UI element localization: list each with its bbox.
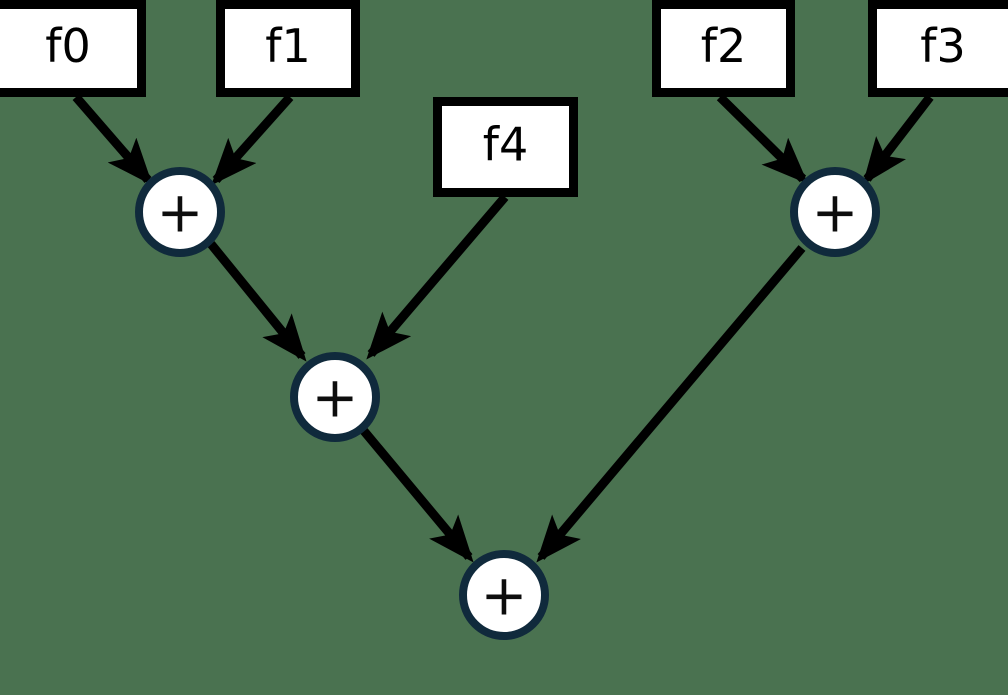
input-box-label-f0: f0: [45, 19, 90, 73]
input-box-f3[interactable]: f3: [868, 0, 1008, 97]
operator-node-n4[interactable]: +: [459, 550, 549, 640]
edge-f1-to-n1: [211, 94, 294, 186]
operator-node-n2[interactable]: +: [290, 352, 380, 442]
input-box-f0[interactable]: f0: [0, 0, 146, 97]
operator-node-circle-n3: [790, 167, 880, 257]
input-box-label-f1: f1: [265, 19, 310, 73]
operator-node-label-n1: +: [157, 181, 204, 246]
operator-node-n1[interactable]: +: [135, 167, 225, 257]
edges-group: [72, 93, 934, 563]
input-box-f1[interactable]: f1: [216, 0, 360, 97]
boxes-group: f0 f1 f4 f2 f3: [0, 0, 1008, 197]
edge-n2-to-n4: [360, 428, 474, 563]
input-box-rect-f1: [216, 0, 360, 97]
operator-node-circle-n2: [290, 352, 380, 442]
operator-node-label-n2: +: [312, 366, 359, 431]
edge-f2-to-n3: [716, 93, 809, 185]
edge-n3-to-n4: [536, 245, 806, 563]
edge-f0-to-n1: [72, 94, 153, 186]
edge-f4-to-n2: [366, 194, 509, 360]
nodes-group: + + + +: [135, 167, 880, 640]
operator-node-circle-n4: [459, 550, 549, 640]
input-box-label-f4: f4: [483, 118, 528, 172]
edge-f3-to-n3: [862, 94, 934, 185]
operator-node-label-n3: +: [812, 181, 859, 246]
operator-node-label-n4: +: [481, 564, 528, 629]
input-box-rect-f2: [652, 0, 795, 97]
input-box-rect-f3: [868, 0, 1008, 97]
input-box-f4[interactable]: f4: [433, 97, 578, 197]
operator-node-circle-n1: [135, 167, 225, 257]
operator-node-n3[interactable]: +: [790, 167, 880, 257]
input-box-label-f3: f3: [920, 19, 965, 73]
input-box-f2[interactable]: f2: [652, 0, 795, 97]
input-box-rect-f0: [0, 0, 146, 97]
edge-n1-to-n2: [207, 241, 307, 362]
input-box-rect-f4: [433, 97, 578, 197]
input-box-label-f2: f2: [701, 19, 746, 73]
